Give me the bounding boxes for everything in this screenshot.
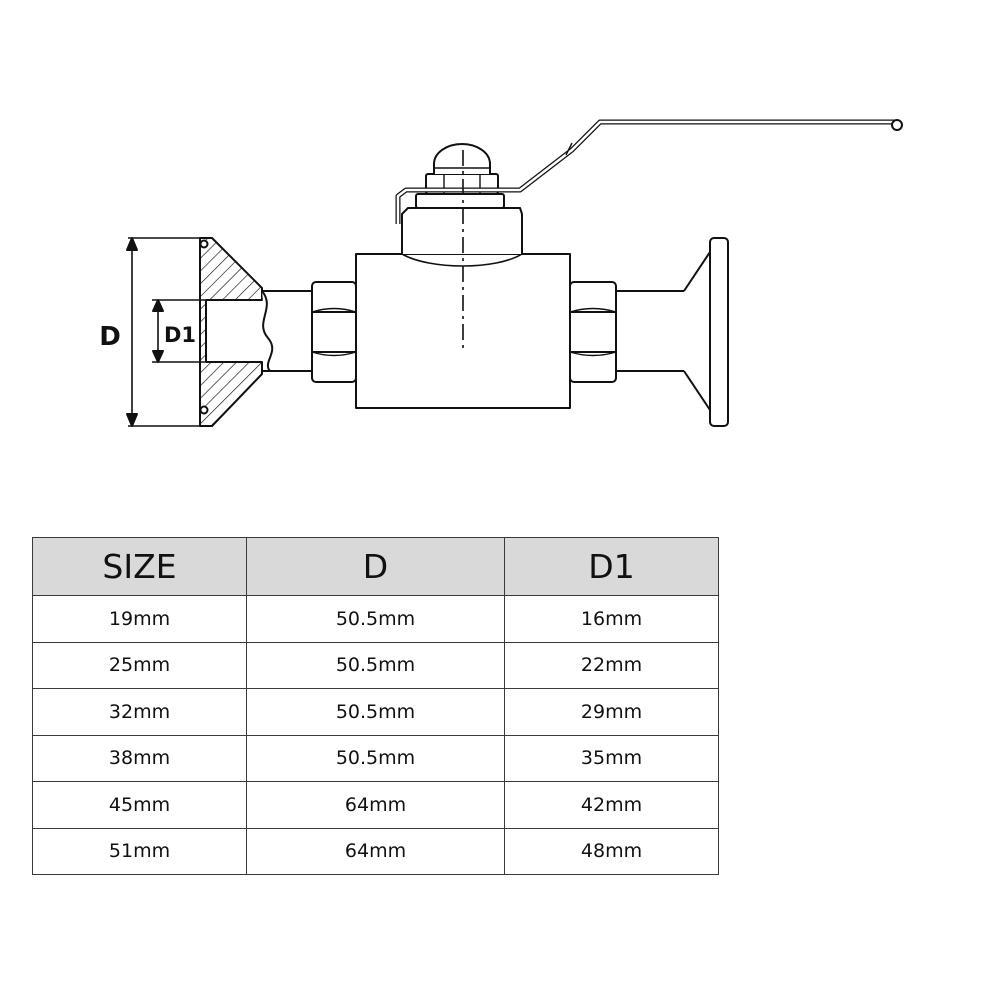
- cell-size: 51mm: [32, 827, 247, 875]
- dimension-d1-label: D1: [164, 323, 196, 347]
- cell-d: 64mm: [246, 781, 505, 829]
- ball-valve-diagram: D D1: [99, 119, 903, 427]
- dimension-d1-lines: [152, 299, 205, 363]
- cell-size: 32mm: [32, 688, 247, 736]
- cell-d1: 35mm: [504, 734, 719, 782]
- table-row: 45mm 64mm 42mm: [32, 781, 719, 829]
- dimension-d-lines: [126, 237, 205, 427]
- right-ferrule: [683, 237, 729, 427]
- cell-d: 50.5mm: [246, 641, 505, 689]
- right-pipe: [616, 290, 684, 372]
- cell-d1: 16mm: [504, 595, 719, 643]
- cell-d1: 48mm: [504, 827, 719, 875]
- table-row: 32mm 50.5mm 29mm: [32, 688, 719, 736]
- cell-d1: 29mm: [504, 688, 719, 736]
- cell-size: 38mm: [32, 734, 247, 782]
- left-pipe: [261, 290, 313, 372]
- cell-d: 64mm: [246, 827, 505, 875]
- left-ferrule-section: [199, 237, 263, 427]
- header-d: D: [246, 537, 505, 596]
- table-header-row: SIZE D D1: [32, 537, 719, 596]
- header-d1: D1: [504, 537, 719, 596]
- table-row: 38mm 50.5mm 35mm: [32, 734, 719, 782]
- table-row: 25mm 50.5mm 22mm: [32, 641, 719, 689]
- cell-d: 50.5mm: [246, 595, 505, 643]
- cell-d: 50.5mm: [246, 688, 505, 736]
- header-size: SIZE: [32, 537, 247, 596]
- valve-handle: [395, 119, 903, 224]
- left-hex-nut: [311, 281, 357, 383]
- cell-d1: 42mm: [504, 781, 719, 829]
- cell-d1: 22mm: [504, 641, 719, 689]
- cell-size: 25mm: [32, 641, 247, 689]
- table-row: 51mm 64mm 48mm: [32, 827, 719, 875]
- cell-d: 50.5mm: [246, 734, 505, 782]
- right-hex-nut: [569, 281, 617, 383]
- table-row: 19mm 50.5mm 16mm: [32, 595, 719, 643]
- cell-size: 19mm: [32, 595, 247, 643]
- cell-size: 45mm: [32, 781, 247, 829]
- stem-nut: [415, 143, 505, 209]
- valve-bonnet: [401, 207, 523, 254]
- dimension-d-label: D: [99, 322, 121, 352]
- size-spec-table: SIZE D D1 19mm 50.5mm 16mm 25mm 50.5mm 2…: [32, 537, 719, 875]
